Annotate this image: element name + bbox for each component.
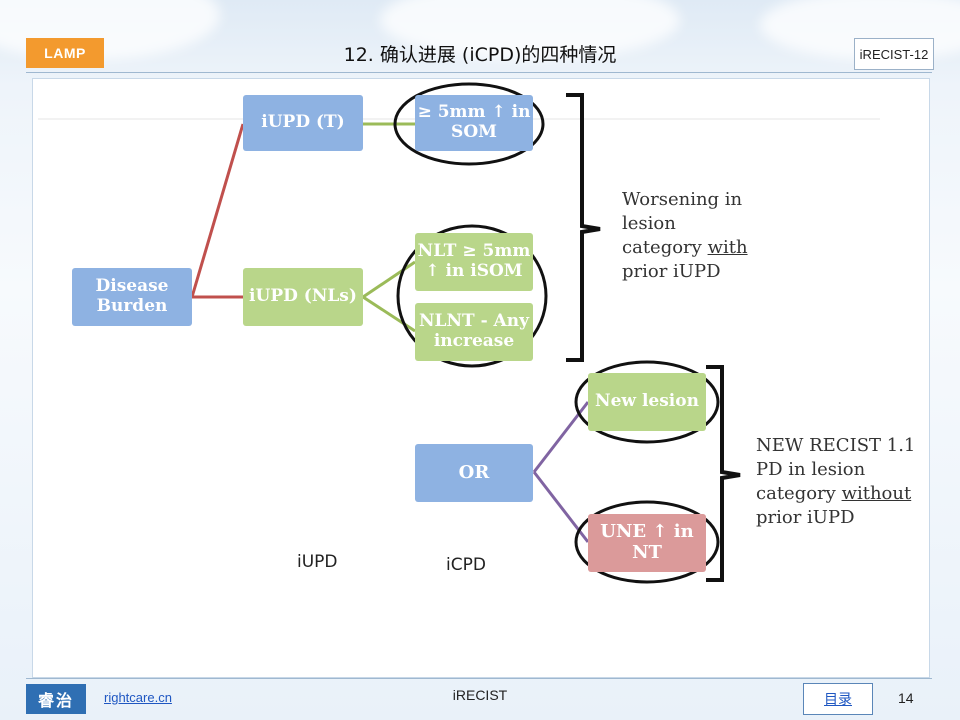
brace-top-line4: prior iUPD: [622, 261, 721, 282]
connector-nls-nlnt: [362, 295, 416, 333]
brace-top-line3-b: with: [707, 237, 748, 258]
brace-bottom-line3: category without: [756, 482, 915, 506]
page-number: 14: [898, 690, 914, 706]
footer-title: iRECIST: [452, 687, 508, 703]
brace-bottom-line4: prior iUPD: [756, 507, 855, 528]
brace-bottom-line2: PD in lesion: [756, 459, 866, 480]
brace-bottom-line3-b: without: [841, 483, 912, 504]
node-iupd-t: iUPD (T): [243, 95, 363, 151]
node-or: OR: [415, 444, 533, 502]
node-new-lesion: New lesion: [588, 373, 706, 431]
connector-nls-nlt: [362, 260, 416, 299]
footer-divider: [26, 678, 932, 679]
lamp-logo: LAMP: [26, 38, 104, 68]
highlight-ellipse-une: [574, 500, 720, 584]
diagram-panel: [32, 78, 930, 678]
header-divider: [26, 72, 932, 73]
brace-bottom: [706, 365, 741, 582]
brace-top-line3: category with: [622, 236, 748, 260]
highlight-ellipse-nl: [396, 224, 548, 368]
brace-bottom-line1: NEW RECIST 1.1: [756, 435, 916, 456]
brace-top: [566, 93, 601, 362]
brace-top-line2: lesion: [622, 213, 676, 234]
node-disease-burden: Disease Burden: [72, 268, 192, 326]
brace-bottom-line3-a: category: [756, 483, 842, 504]
brace-top-line1: Worsening in: [622, 189, 743, 210]
node-som: ≥ 5mm ↑ in SOM: [415, 95, 533, 151]
node-iupd-nls: iUPD (NLs): [243, 268, 363, 326]
highlight-ellipse-som: [393, 82, 545, 166]
connector-db-iupdt: [190, 123, 245, 298]
node-nlnt: NLNT - Any increase: [415, 303, 533, 361]
brace-top-line3-a: category: [622, 237, 708, 258]
brace-top-text: Worsening in lesion category with prior …: [622, 188, 748, 284]
label-icpd: iCPD: [446, 555, 486, 575]
toc-button[interactable]: 目录: [803, 683, 873, 715]
label-iupd: iUPD: [297, 552, 338, 572]
rightcare-logo: 睿治: [26, 684, 86, 714]
slide-tag: iRECIST-12: [854, 38, 934, 70]
node-une-nt: UNE ↑ in NT: [588, 514, 706, 572]
brace-bottom-text: NEW RECIST 1.1 PD in lesion category wit…: [756, 434, 915, 530]
page-title: 12. 确认进展 (iCPD)的四种情况: [343, 44, 617, 66]
highlight-ellipse-newlesion: [574, 360, 720, 444]
rightcare-link[interactable]: rightcare.cn: [104, 690, 172, 705]
node-nlt: NLT ≥ 5mm ↑ in iSOM: [415, 233, 533, 291]
